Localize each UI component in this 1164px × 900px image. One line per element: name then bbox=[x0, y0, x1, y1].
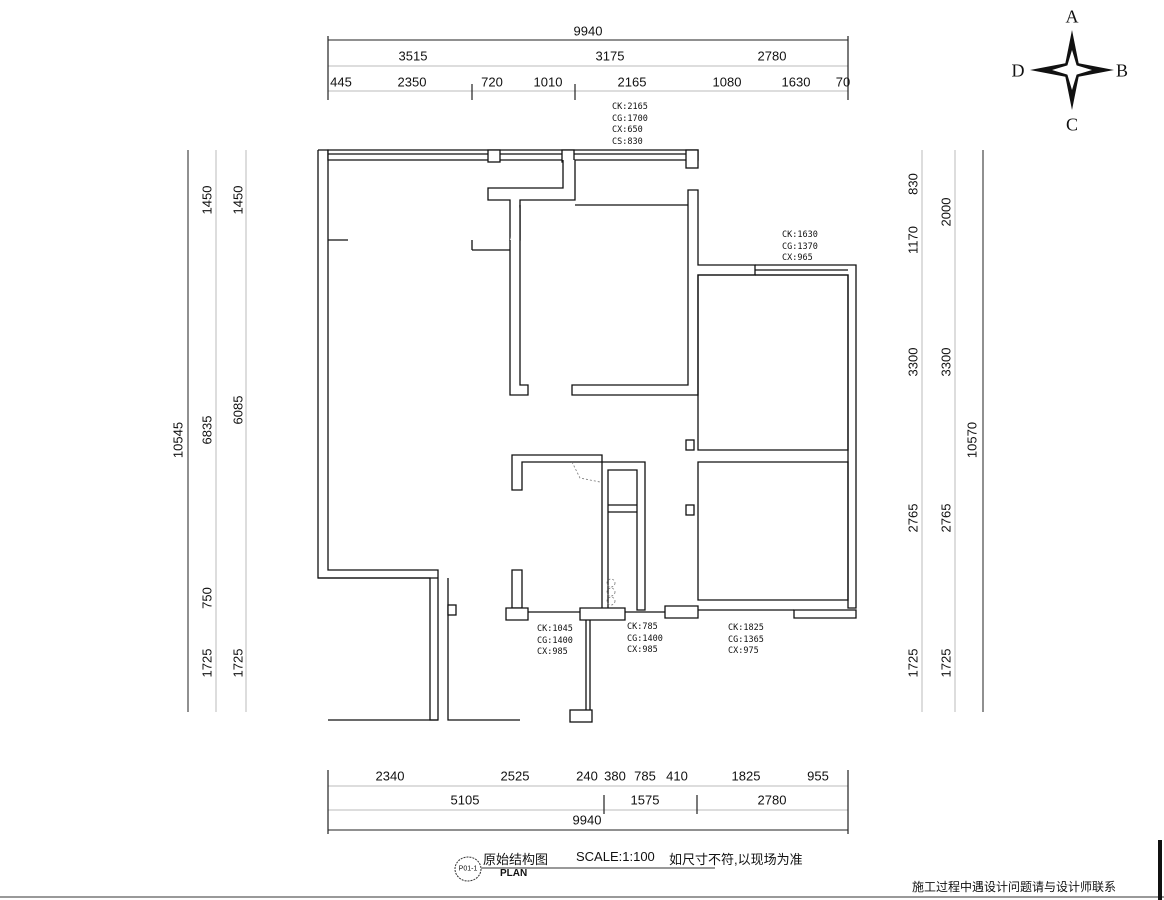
compass-north: A bbox=[1065, 6, 1079, 27]
dim-bottom: 2780 bbox=[757, 792, 787, 808]
dim-top: 1630 bbox=[781, 74, 811, 90]
dim-bottom: 240 bbox=[576, 768, 598, 784]
dim-left: 1725 bbox=[199, 648, 215, 678]
dim-bottom: 2525 bbox=[500, 768, 530, 784]
dim-left: 6085 bbox=[230, 395, 246, 425]
dim-bottom: 955 bbox=[807, 768, 829, 784]
dim-bottom: 1575 bbox=[630, 792, 660, 808]
drawing-scale: SCALE:1:100 bbox=[576, 849, 655, 864]
dim-left: 6835 bbox=[199, 415, 215, 445]
walls bbox=[317, 149, 857, 723]
dim-top: 3515 bbox=[398, 48, 428, 64]
dim-left: 1725 bbox=[230, 648, 246, 678]
view-badge-label: P01-1 bbox=[458, 865, 478, 873]
dim-top: 70 bbox=[835, 74, 851, 90]
dim-right: 2000 bbox=[938, 197, 954, 227]
dim-bottom: 1825 bbox=[731, 768, 761, 784]
dim-bottom: 2340 bbox=[375, 768, 405, 784]
dim-left-total: 10545 bbox=[170, 421, 186, 459]
dim-bottom: 410 bbox=[666, 768, 688, 784]
drawing-subtitle: PLAN bbox=[500, 868, 528, 879]
dim-right: 1170 bbox=[905, 226, 921, 254]
dim-top: 2780 bbox=[757, 48, 787, 64]
dim-top: 2165 bbox=[617, 74, 647, 90]
dim-right: 2765 bbox=[905, 503, 921, 533]
compass-west: D bbox=[1011, 60, 1025, 81]
compass-south: C bbox=[1065, 114, 1079, 135]
dim-right: 830 bbox=[905, 173, 921, 195]
dim-bottom: 785 bbox=[634, 768, 656, 784]
dim-bottom-total: 9940 bbox=[572, 812, 602, 828]
dim-left: 1450 bbox=[199, 185, 215, 215]
dim-right: 1725 bbox=[905, 648, 921, 678]
dim-top-total: 9940 bbox=[573, 23, 603, 39]
dim-top: 1010 bbox=[533, 74, 563, 90]
compass-east: B bbox=[1115, 60, 1129, 81]
dim-left: 750 bbox=[199, 587, 215, 609]
dim-top: 1080 bbox=[712, 74, 742, 90]
dim-top: 445 bbox=[330, 74, 352, 90]
fixtures bbox=[571, 461, 616, 606]
dim-right: 3300 bbox=[905, 347, 921, 377]
drawing-note: 如尺寸不符,以现场为准 bbox=[669, 852, 803, 867]
dim-right: 3300 bbox=[938, 347, 954, 377]
dim-top: 2350 bbox=[397, 74, 427, 90]
dim-right-total: 10570 bbox=[964, 421, 980, 459]
dim-top: 720 bbox=[481, 74, 503, 90]
dim-right: 2765 bbox=[938, 503, 954, 533]
dim-bottom: 380 bbox=[604, 768, 626, 784]
dim-top: 3175 bbox=[595, 48, 625, 64]
dim-left: 1450 bbox=[230, 185, 246, 215]
dim-right: 1725 bbox=[938, 648, 954, 678]
drawing-title: 原始结构图 bbox=[483, 852, 549, 867]
dim-bottom: 5105 bbox=[450, 792, 480, 808]
compass-rose-icon bbox=[1030, 30, 1114, 110]
footer-note: 施工过程中遇设计问题请与设计师联系 bbox=[912, 880, 1117, 894]
